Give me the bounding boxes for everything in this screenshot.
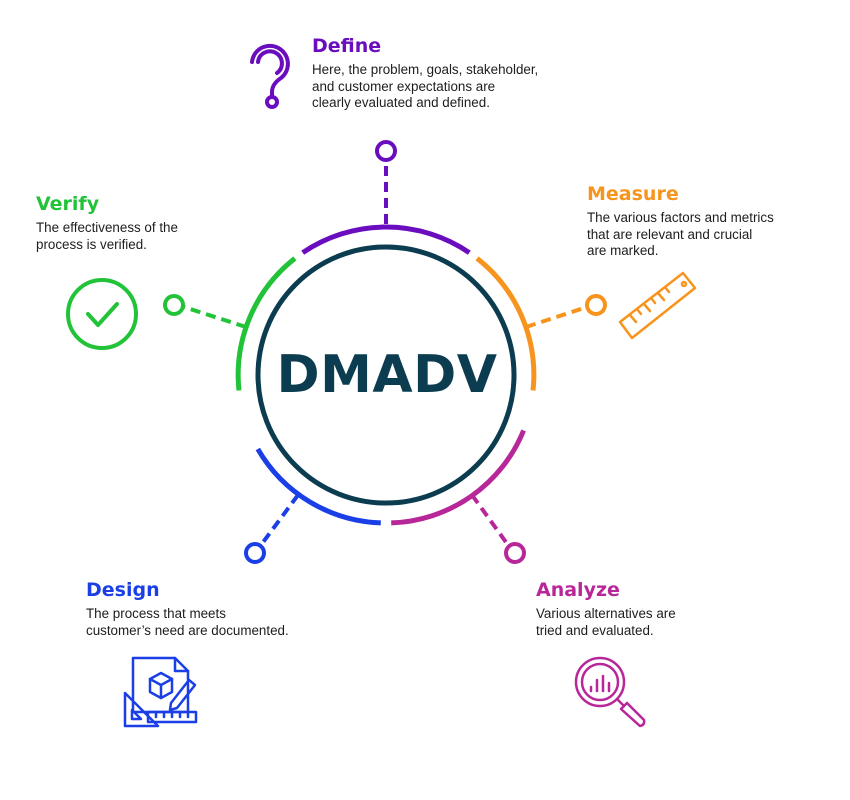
center-circle [255,244,517,506]
analyze-line-2: tried and evaluated. [536,622,654,638]
design-node [244,542,266,564]
measure-node [585,294,607,316]
analyze-node [504,542,526,564]
center-label: DMADV [276,345,498,405]
verify-line-2: process is verified. [36,236,147,252]
verify-description: The effectiveness of the process is veri… [36,220,178,253]
verify-title: Verify [36,193,100,215]
analyze-line-1: Various alternatives are [536,606,676,621]
analyze-title: Analyze [536,579,620,601]
define-arc [301,224,471,255]
verify-line-1: The effectiveness of the [36,220,178,235]
analyze-arc [391,429,526,526]
verify-arc [235,256,297,391]
design-arc [255,447,381,526]
measure-title: Measure [587,183,679,205]
define-node [375,140,397,162]
blueprint-icon [123,656,198,728]
define-line-1: Here, the problem, goals, stakeholder, [312,62,539,77]
verify-node [163,294,185,316]
check-circle-icon [66,278,138,350]
define-title: Define [312,35,382,57]
define-description: Here, the problem, goals, stakeholder, a… [312,62,538,112]
measure-line-3: are marked. [587,243,659,258]
measure-connector [525,305,588,329]
define-line-3: clearly evaluated and defined. [312,95,490,110]
design-title: Design [86,579,160,601]
design-description: The process that meets customer’s need a… [86,606,289,639]
question-mark-icon [250,43,290,109]
define-line-2: and customer expectations are [312,78,496,94]
magnifier-chart-icon [574,656,646,728]
verify-connector [183,305,247,329]
measure-arc [475,256,537,391]
analyze-connector [470,493,510,547]
ruler-icon [618,271,697,340]
design-line-1: The process that meets [86,606,226,621]
design-line-2: customer’s need are documented. [86,622,289,638]
measure-line-2: that are relevant and crucial [587,226,753,242]
analyze-description: Various alternatives are tried and evalu… [536,606,676,639]
measure-description: The various factors and metrics that are… [587,210,774,260]
design-connector [259,493,300,547]
measure-line-1: The various factors and metrics [587,210,774,225]
